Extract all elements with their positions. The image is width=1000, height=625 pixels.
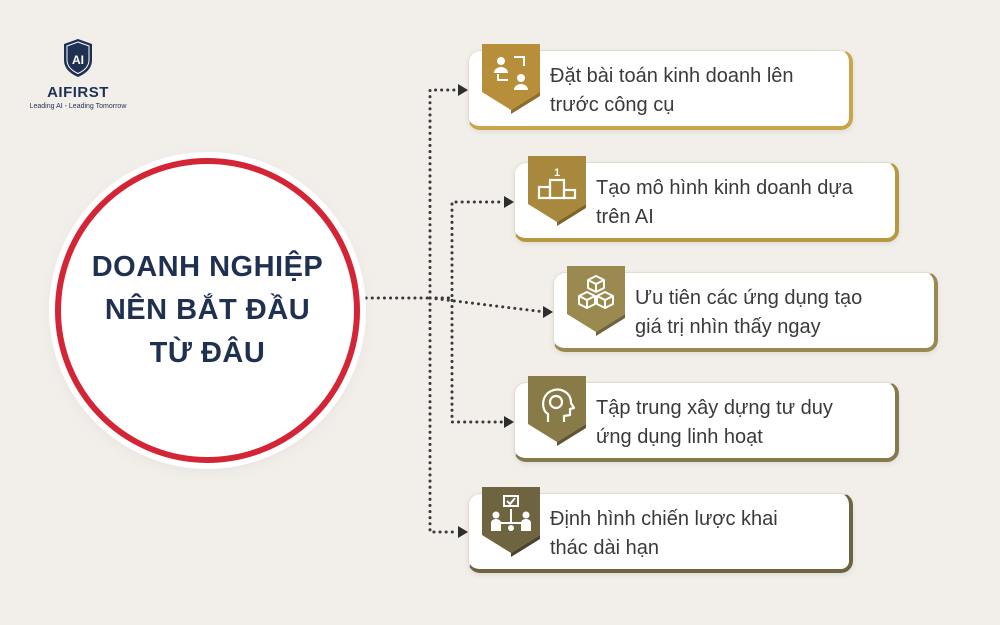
connector-2: [428, 200, 506, 300]
connector-3: [428, 296, 547, 314]
brand-tagline: Leading AI - Leading Tomorrow: [29, 103, 127, 110]
connector-4: [428, 296, 506, 424]
arrowhead-3: [543, 306, 553, 318]
central-topic-line-2: NÊN BẮT ĐẦU: [104, 294, 311, 326]
arrowhead-1: [458, 84, 468, 96]
arrowhead-4: [504, 416, 514, 428]
arrowhead-5: [458, 526, 468, 538]
svg-text:1: 1: [554, 167, 560, 179]
shield-logo-icon: AI: [64, 39, 92, 77]
logo-mark: AI: [72, 53, 84, 67]
central-topic-title: DOANH NGHIỆP NÊN BẮT ĐẦU TỪ ĐÂU: [63, 246, 353, 375]
podium-icon: 1: [528, 156, 586, 226]
arrowhead-2: [504, 196, 514, 208]
brand-logo: AI AIFIRST Leading AI - Leading Tomorrow: [28, 38, 128, 110]
brand-name: AIFIRST: [47, 84, 109, 101]
cubes-icon: [567, 266, 625, 336]
central-topic-line-3: TỪ ĐÂU: [149, 337, 266, 369]
central-topic-line-1: DOANH NGHIỆP: [91, 251, 324, 283]
connector-5: [428, 296, 460, 534]
central-topic-circle: DOANH NGHIỆP NÊN BẮT ĐẦU TỪ ĐÂU: [55, 158, 360, 463]
people-exchange-icon: [482, 44, 540, 114]
team-strategy-icon: [482, 487, 540, 557]
head-idea-icon: [528, 376, 586, 446]
connector-1: [428, 88, 460, 300]
